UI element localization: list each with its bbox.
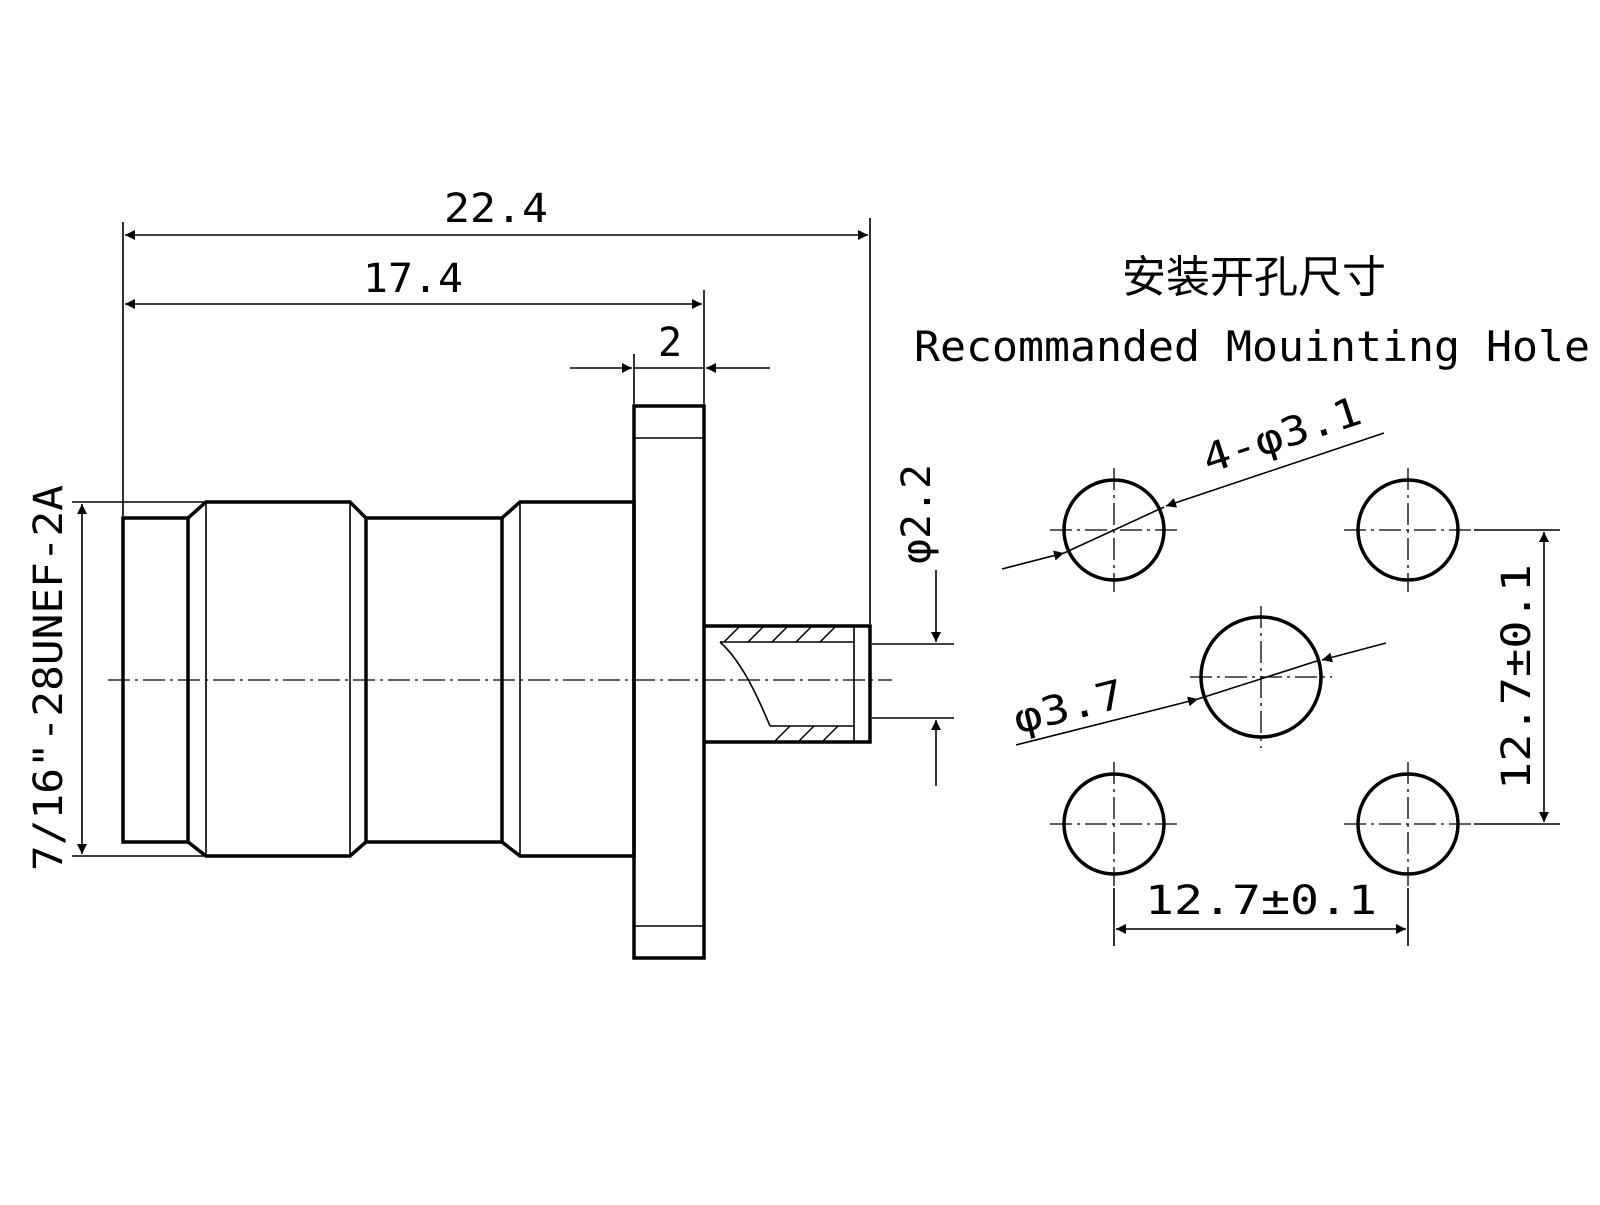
flange <box>632 404 706 960</box>
connector-side-view <box>108 404 892 960</box>
center-hole-diameter-label: φ3.7 <box>1009 672 1129 744</box>
flange-thickness-label: 2 <box>658 320 682 366</box>
thread-section <box>186 500 368 858</box>
pin-diameter-label: φ2.2 <box>894 464 940 564</box>
contact-pin <box>704 624 872 744</box>
mount-hole-diameter-label: 4-φ3.1 <box>1197 388 1367 482</box>
title-chinese: 安装开孔尺寸 <box>1122 252 1386 303</box>
rear-body <box>500 500 636 858</box>
vertical-spacing-label: 12.7±0.1 <box>1494 564 1540 790</box>
overall-length-label: 22.4 <box>444 186 548 232</box>
pin-hatching <box>723 625 839 743</box>
thread-spec-label: 7/16"-28UNEF-2A <box>26 485 72 871</box>
horizontal-spacing-label: 12.7±0.1 <box>1145 878 1377 924</box>
title-english: Recommanded Mouinting Hole <box>914 322 1590 371</box>
dimensions-side-view: 22.4 17.4 2 φ2.2 7/16"-28UNEF-2A <box>26 186 954 871</box>
mounting-hole-section: 安装开孔尺寸 Recommanded Mouinting Hole 4-φ3.1 <box>914 252 1590 946</box>
body-length-label: 17.4 <box>363 256 463 302</box>
